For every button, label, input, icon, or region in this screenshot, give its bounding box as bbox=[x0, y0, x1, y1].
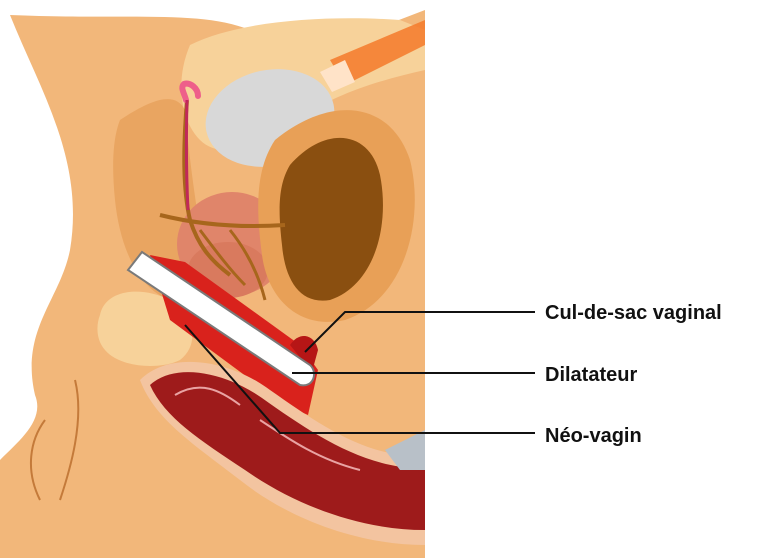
label-dilatateur: Dilatateur bbox=[545, 365, 637, 385]
pink-duct-stem bbox=[186, 100, 188, 210]
label-neo-vagin: Néo-vagin bbox=[545, 426, 642, 446]
label-cul-de-sac-vaginal: Cul-de-sac vaginal bbox=[545, 303, 722, 323]
